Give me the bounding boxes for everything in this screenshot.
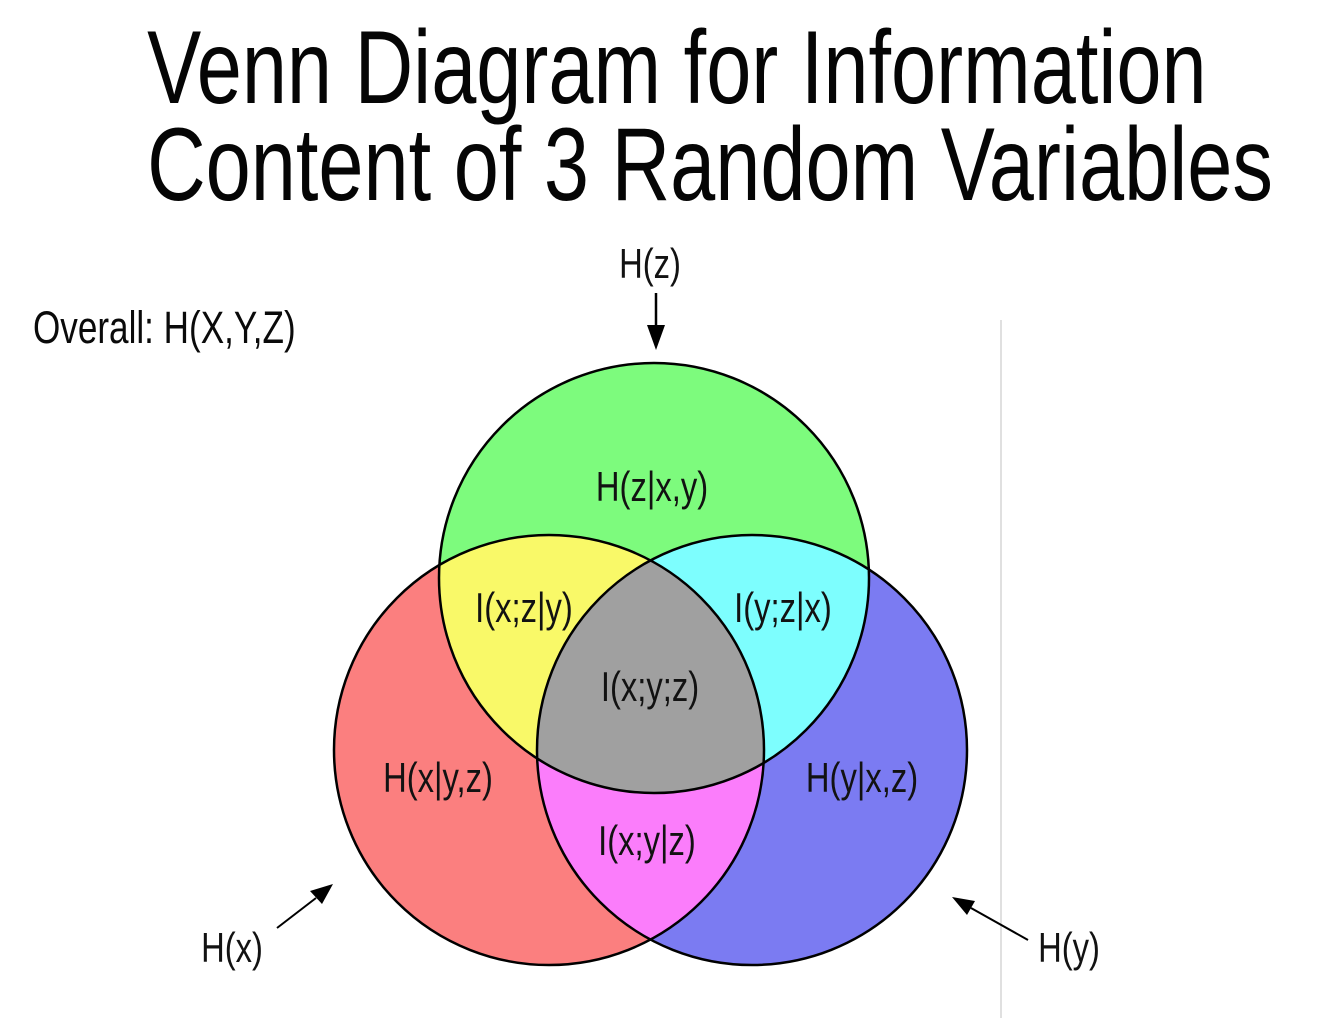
hy-label: H(y) [1038, 924, 1100, 971]
overall-label: Overall: H(X,Y,Z) [33, 302, 296, 353]
region-label-z-only: H(z|x,y) [596, 463, 708, 510]
circle-z-outline [437, 361, 871, 795]
title-line-1: Venn Diagram for Information [147, 10, 1207, 126]
arrow-up-left-line [970, 907, 1029, 941]
hy-pointer-arrow [952, 897, 1029, 941]
circle-x-outline [332, 533, 766, 967]
region-label-xz: I(x;z|y) [475, 584, 573, 631]
hz-label: H(z) [619, 240, 681, 287]
region-label-xy: I(x;y|z) [598, 817, 696, 864]
arrow-up-left-icon [952, 897, 975, 915]
circle-y-outline [535, 533, 969, 967]
arrow-up-right-line [276, 897, 317, 929]
page-title: Venn Diagram for Information Content of … [147, 10, 1273, 223]
hx-pointer-arrow [276, 884, 333, 929]
title-line-2: Content of 3 Random Variables [147, 106, 1273, 223]
region-xyz-intersection [537, 535, 764, 793]
region-label-xyz: I(x;y;z) [601, 663, 699, 710]
region-label-x-only: H(x|y,z) [383, 754, 493, 801]
region-label-yz: I(y;z|x) [734, 584, 832, 631]
hz-pointer-arrow [647, 293, 665, 350]
arrow-up-right-icon [310, 884, 333, 904]
arrow-down-icon [647, 325, 665, 350]
hx-label: H(x) [201, 924, 263, 971]
region-label-y-only: H(y|x,z) [806, 754, 918, 801]
